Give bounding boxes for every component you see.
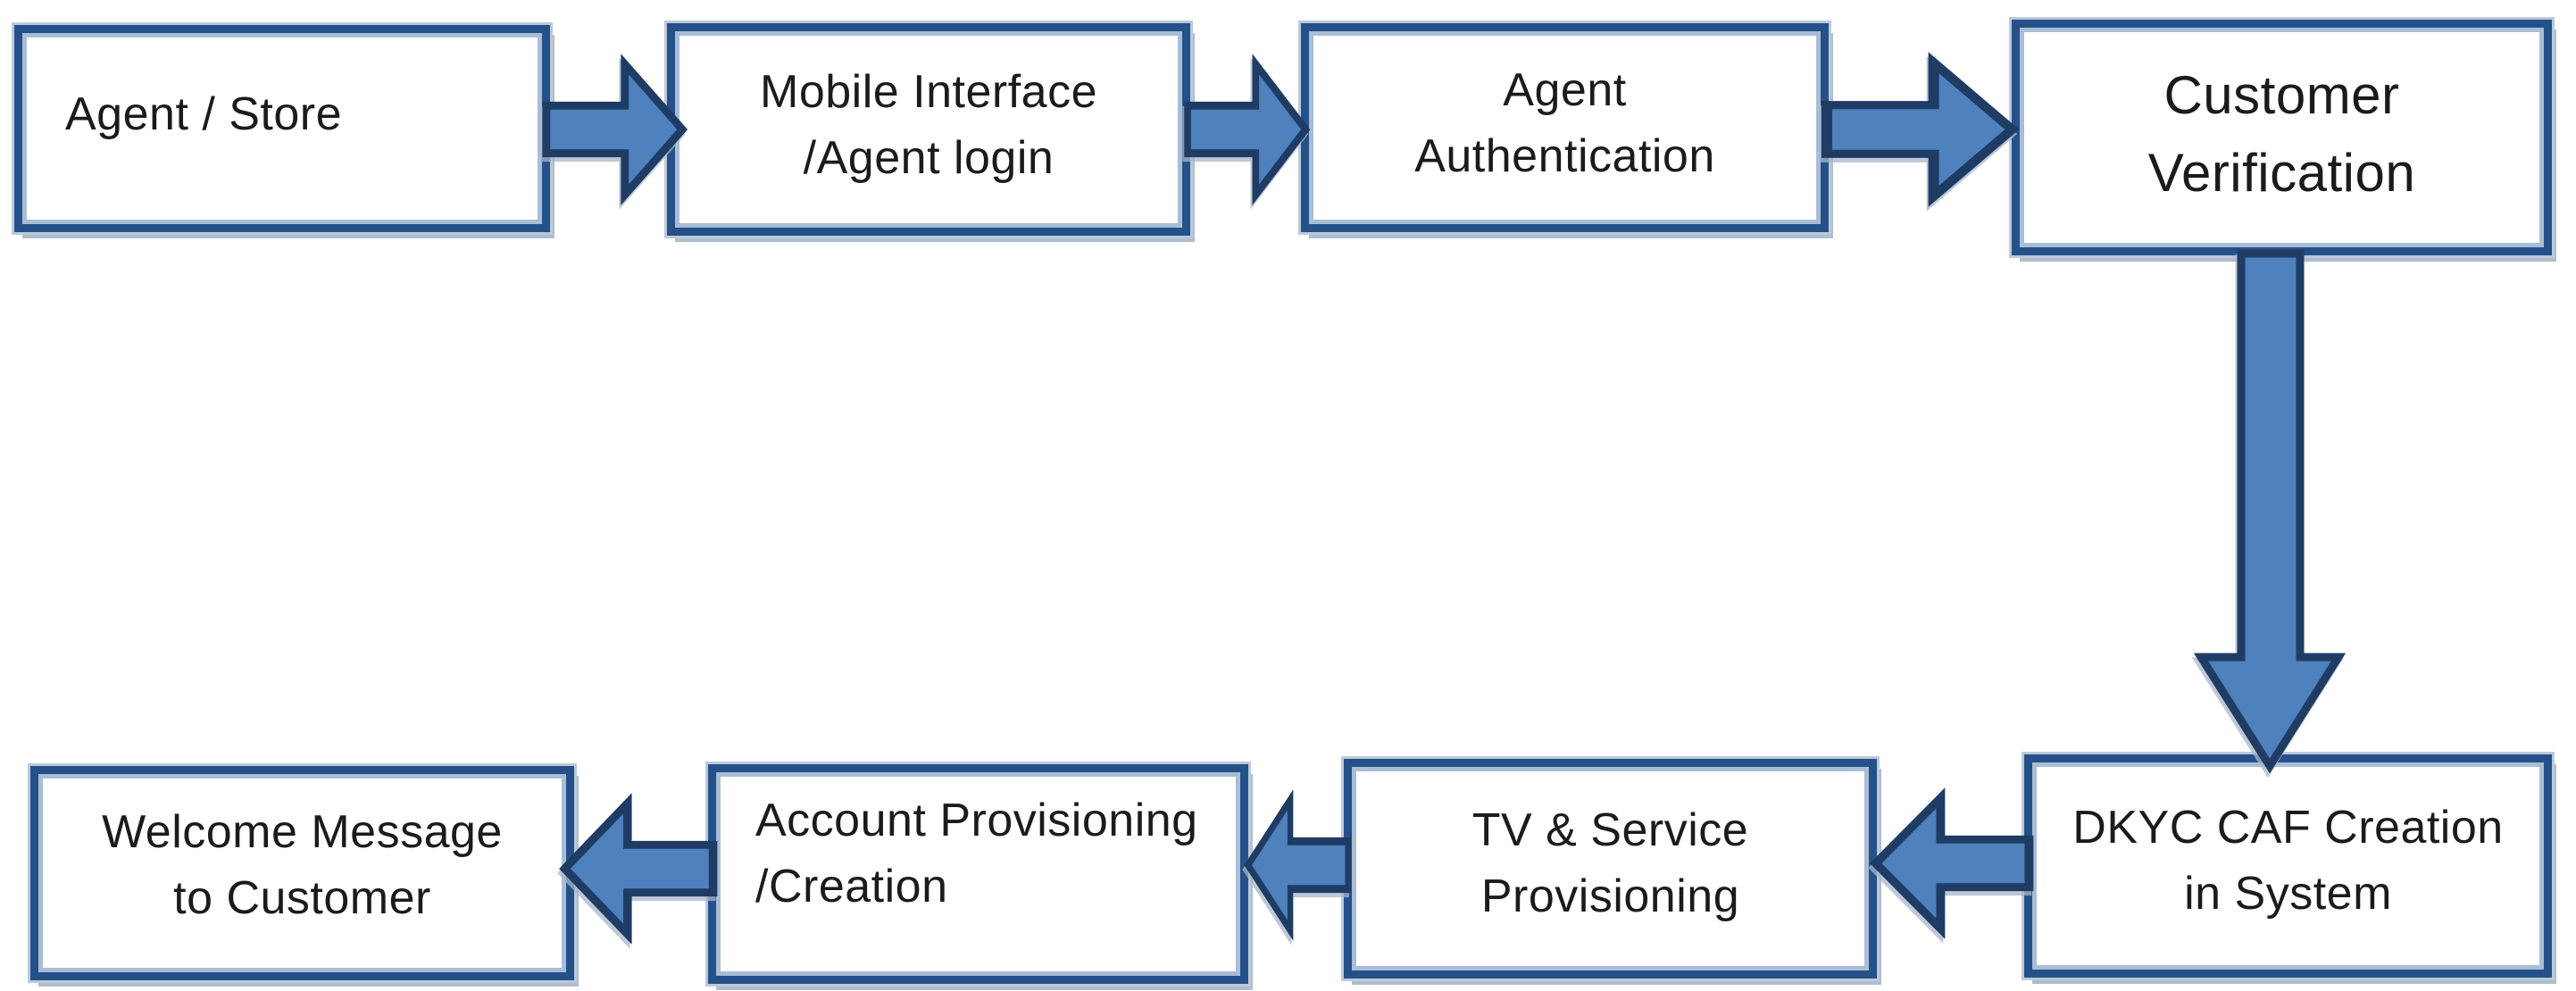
node-label-line: Provisioning bbox=[1480, 870, 1740, 922]
node-label-line: /Agent login bbox=[803, 132, 1055, 184]
node-label-line: Authentication bbox=[1414, 130, 1715, 182]
flow-arrow-2 bbox=[1183, 50, 1312, 209]
flow-node-welcome-message-to-customer: Welcome Message to Customer bbox=[30, 766, 574, 980]
flow-arrow-5 bbox=[1868, 784, 2035, 943]
arrow-down-icon bbox=[2193, 249, 2347, 774]
node-label-line: Welcome Message bbox=[102, 806, 503, 859]
node-label-line: Customer bbox=[2163, 65, 2400, 125]
node-label-line: DKYC CAF Creation bbox=[2072, 802, 2504, 854]
node-label-line: Account Provisioning bbox=[755, 795, 1198, 847]
node-label-line: Agent bbox=[1503, 64, 1627, 117]
arrow-right-icon bbox=[1184, 54, 1311, 205]
flow-arrow-6 bbox=[1243, 786, 1352, 945]
arrow-left-icon bbox=[1244, 789, 1351, 941]
flow-arrow-7 bbox=[557, 789, 719, 948]
node-label-line: Verification bbox=[2147, 143, 2416, 203]
flow-arrow-4 bbox=[2193, 248, 2347, 775]
node-label-line: TV & Service bbox=[1471, 804, 1749, 857]
flow-node-mobile-interface-agent-login: Mobile Interface /Agent login bbox=[667, 23, 1190, 236]
flow-node-tv-service-provisioning: TV & Service Provisioning bbox=[1344, 759, 1877, 979]
arrow-right-icon bbox=[542, 54, 688, 205]
arrow-left-icon bbox=[1870, 787, 2034, 939]
flow-node-customer-verification: Customer Verification bbox=[2012, 20, 2552, 255]
flow-node-account-provisioning-creation: Account Provisioning /Creation bbox=[708, 764, 1248, 984]
flow-arrow-3 bbox=[1820, 48, 2022, 211]
flow-node-agent-authentication: Agent Authentication bbox=[1301, 23, 1829, 232]
arrow-left-icon bbox=[559, 793, 718, 945]
flow-node-agent-store: Agent / Store bbox=[14, 25, 550, 232]
node-label-line: /Creation bbox=[755, 861, 948, 912]
flow-node-dkyc-caf-creation: DKYC CAF Creation in System bbox=[2024, 754, 2552, 978]
flow-arrow-1 bbox=[541, 50, 689, 209]
node-label-line: to Customer bbox=[173, 872, 431, 924]
arrow-right-icon bbox=[1821, 52, 2020, 207]
node-label-line: Agent / Store bbox=[65, 88, 343, 141]
node-label-line: Mobile Interface bbox=[760, 66, 1097, 119]
node-label-line: in System bbox=[2184, 868, 2392, 920]
